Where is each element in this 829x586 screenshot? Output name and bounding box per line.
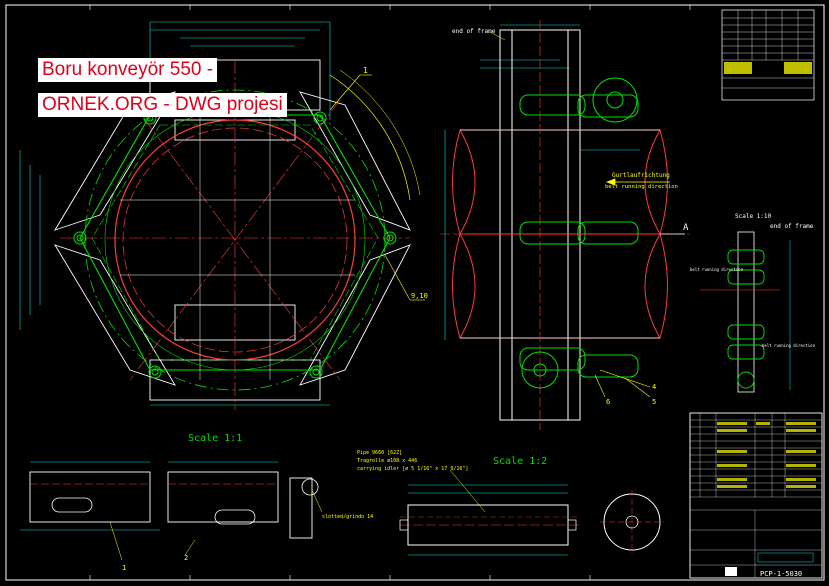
title-block: PCP-1-5030 — [689, 412, 823, 579]
pipe-note-3: carrying idler [ø 5 1/16" x 17 9/16"] — [357, 466, 468, 472]
belt-direction-label: belt running direction — [605, 184, 678, 190]
detail-scale-1-10: Scale 1:10 end of frame belt running dir… — [690, 213, 816, 393]
pipe-note-1: Pipe 9660 [62Z] — [357, 450, 402, 456]
bottom-detail-1: 1 — [20, 461, 160, 572]
bottom-detail-3: slotted/grindo 14 — [289, 477, 373, 539]
detail-note-lower: belt running direction — [762, 343, 816, 348]
item-1-bottom-label: 1 — [122, 564, 126, 572]
roller-view-scale-1-2: Scale 1:2 Pipe 9660 [62Z] Tragrolle ø108… — [357, 450, 664, 556]
item-4-label: 4 — [652, 383, 656, 391]
overlay-title-line-2: ORNEK.ORG - DWG projesi — [38, 93, 287, 117]
section-a-label: A — [683, 223, 689, 233]
bottom-detail-2: 2 — [167, 461, 279, 562]
end-of-frame-right-label: end of frame — [770, 223, 814, 230]
scale-1-1-label: Scale 1:1 — [188, 433, 242, 444]
gurtlaufrichtung-label: Gurtlaufrichtung — [612, 172, 670, 179]
title-block-code: PCP-1-5030 — [760, 570, 802, 578]
hexagon-frame-view: 1 9,10 Scale 1:1 — [19, 21, 428, 444]
top-right-table — [721, 9, 815, 101]
detail-note-upper: belt running direction — [690, 267, 744, 272]
slotted-note-label: slotted/grindo 14 — [322, 514, 373, 520]
item-9-10-label: 9,10 — [411, 292, 428, 300]
pipe-note-2: Tragrolle ø108 x 446 — [357, 458, 417, 464]
end-of-frame-top-label: end of frame — [452, 28, 496, 35]
border-ticks — [89, 5, 691, 580]
item-2-label: 2 — [184, 554, 188, 562]
item-6-label: 6 — [606, 398, 610, 406]
item-1-label: 1 — [363, 66, 368, 75]
side-view: Gurtlaufrichtung belt running direction … — [440, 20, 690, 430]
scale-1-10-label: Scale 1:10 — [735, 213, 772, 220]
scale-1-2-label: Scale 1:2 — [493, 456, 547, 467]
drawing-border — [5, 4, 825, 581]
overlay-title-line-1: Boru konveyör 550 - — [38, 58, 218, 82]
item-5-label: 5 — [652, 398, 656, 406]
